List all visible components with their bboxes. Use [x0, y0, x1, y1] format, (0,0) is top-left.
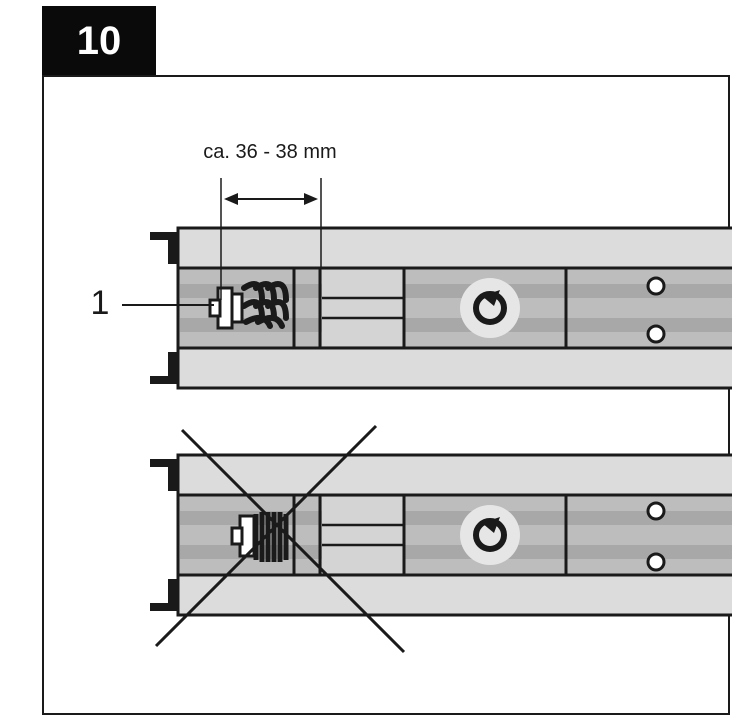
plunger-stem: [230, 292, 244, 324]
channel-shade: [180, 545, 732, 559]
end-cap-top: [150, 232, 178, 264]
cross-out-line: [180, 428, 406, 654]
figure-frame: [42, 75, 730, 715]
pin-hole: [646, 276, 666, 296]
pin-hole: [646, 501, 666, 521]
spring-relaxed: [241, 281, 289, 329]
channel-shade: [180, 318, 732, 332]
end-cap-bottom: [150, 352, 178, 384]
dimension-label: ca. 36 - 38 mm: [203, 141, 336, 163]
cross-out-line: [154, 424, 378, 648]
incorrect-assembly-panel: [150, 424, 732, 654]
cam-notch: [482, 290, 500, 306]
callout-number: 1: [91, 284, 110, 322]
pin-hole: [646, 552, 666, 572]
dimension-arrow-left: [224, 193, 238, 205]
pin-hole: [646, 324, 666, 344]
end-cap-top: [150, 459, 178, 491]
cam-disc: [460, 505, 520, 565]
cam-notch: [482, 517, 500, 533]
step-number: 10: [76, 18, 122, 63]
plunger-tip: [230, 526, 244, 546]
plunger-tip: [208, 298, 222, 318]
cam-disc: [460, 278, 520, 338]
correct-assembly-panel: [122, 178, 732, 390]
channel-shade: [180, 511, 732, 525]
step-number-badge: 10: [42, 6, 156, 76]
dimension-arrow-right: [304, 193, 318, 205]
channel-shade: [180, 284, 732, 298]
slot-segment: [322, 497, 404, 573]
end-cap-bottom: [150, 579, 178, 611]
slot-segment: [322, 270, 404, 346]
